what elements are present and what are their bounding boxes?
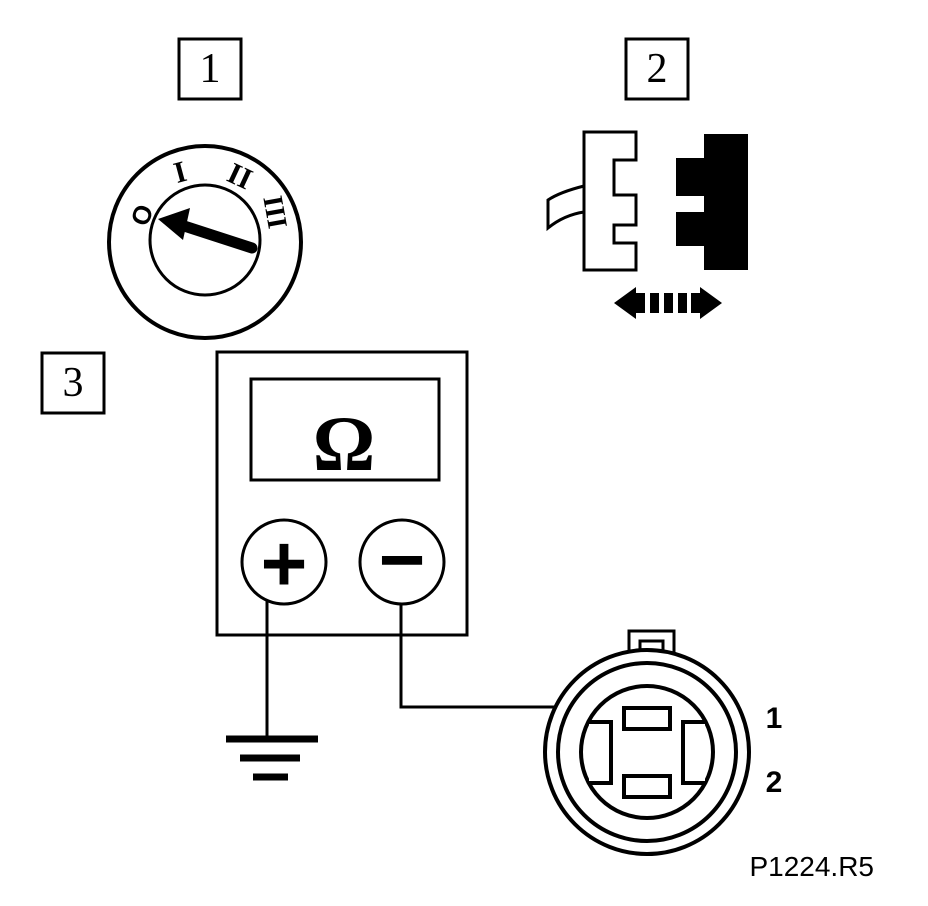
ignition-key-arrow-icon — [158, 208, 258, 254]
step-2-box — [624, 37, 690, 101]
pin-2-label: 2 — [766, 766, 783, 799]
harness-connector: 1 2 — [543, 629, 783, 856]
ignition-position-3: III — [256, 193, 292, 231]
figure-reference: P1224.R5 — [749, 851, 874, 882]
pin-1-label: 1 — [766, 702, 783, 735]
connector-left-latch — [546, 184, 586, 232]
step-1-group: 1 — [177, 37, 243, 101]
negative-lead-wire — [399, 604, 605, 709]
positive-terminal — [240, 518, 328, 606]
connector-right-notch — [681, 720, 705, 785]
negative-terminal-label: − — [379, 515, 426, 604]
step-2-label: 2 — [647, 46, 668, 92]
step-3-label: 3 — [63, 360, 84, 406]
multimeter-display — [249, 377, 441, 482]
connector-face — [579, 684, 715, 820]
connector-left-notch — [589, 720, 613, 785]
connector-right-half — [676, 134, 748, 270]
positive-terminal-label: + — [261, 519, 308, 608]
connector-pin-1 — [622, 706, 672, 731]
disconnect-arrow-icon — [614, 287, 722, 319]
multimeter: Ω + − — [215, 350, 469, 637]
step-1-label: 1 — [200, 46, 221, 92]
ignition-switch: O I II III — [107, 144, 303, 340]
step-3-box — [40, 351, 106, 415]
step-3-group: 3 — [40, 351, 106, 415]
connector-disconnect-illustration — [546, 130, 748, 319]
test-wiring — [265, 600, 605, 737]
ground-icon — [226, 735, 318, 781]
connector-pin-2 — [622, 774, 672, 799]
step-1-box — [177, 37, 243, 101]
step-2-group: 2 — [624, 37, 690, 101]
connector-left-half — [582, 130, 638, 272]
ohm-symbol: Ω — [313, 400, 375, 487]
